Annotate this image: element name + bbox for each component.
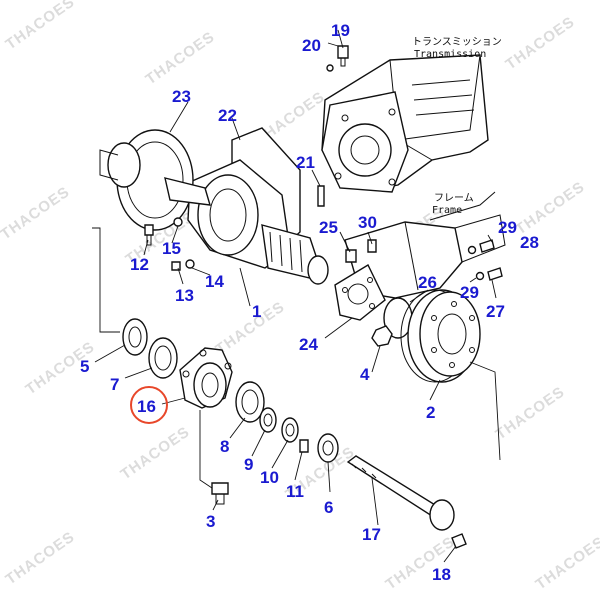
bolt-28 (479, 239, 495, 253)
callout-14: 14 (205, 272, 224, 291)
callout-15: 15 (162, 239, 181, 258)
nut-13 (171, 261, 181, 271)
watermark: THACOES (513, 178, 589, 238)
callout-6: 6 (324, 498, 333, 517)
transmission-housing (321, 54, 489, 193)
callout-4: 4 (360, 365, 370, 384)
callout-12: 12 (130, 255, 149, 274)
watermark: THACOES (533, 533, 600, 593)
callout-1: 1 (252, 302, 261, 321)
watermark: THACOES (143, 28, 219, 88)
bolt-11 (299, 439, 309, 453)
watermark: THACOES (213, 298, 289, 358)
bolt-25 (345, 249, 357, 263)
brake-drum-2 (400, 289, 481, 383)
seal-5 (122, 318, 148, 356)
callout-21: 21 (296, 153, 315, 172)
washer-15 (173, 217, 183, 227)
callout-25: 25 (319, 218, 338, 237)
callout-27: 27 (486, 302, 505, 321)
watermark: THACOES (493, 383, 569, 443)
watermark: THACOES (3, 0, 79, 53)
callout-7: 7 (110, 375, 119, 394)
transmission-label-jp: トランスミッション (412, 36, 502, 48)
nut-4 (371, 325, 393, 347)
callout-numbers: 1 2 3 4 5 6 7 8 9 10 11 12 13 14 15 16 1… (80, 21, 539, 584)
washer-20 (326, 64, 334, 72)
callout-22: 22 (218, 106, 237, 125)
callout-13: 13 (175, 286, 194, 305)
callout-5: 5 (80, 357, 89, 376)
washer-29 (467, 245, 477, 255)
leader-lines (92, 29, 501, 563)
bearing-7 (148, 337, 178, 379)
callout-3: 3 (206, 512, 215, 531)
bolt-3 (211, 482, 229, 505)
lockwasher-10 (281, 417, 299, 443)
callout-29-lower: 29 (460, 283, 479, 302)
callout-9: 9 (244, 455, 253, 474)
callout-20: 20 (302, 36, 321, 55)
callout-17: 17 (362, 525, 381, 544)
callout-11: 11 (286, 482, 304, 501)
bolt-27 (487, 267, 503, 281)
seal-6 (317, 433, 339, 463)
callout-28: 28 (520, 233, 539, 252)
callout-16: 16 (137, 397, 156, 416)
highlight-ring (130, 386, 168, 424)
callout-18: 18 (432, 565, 451, 584)
flange-24 (334, 264, 386, 321)
callout-2: 2 (426, 403, 435, 422)
bolt-18 (451, 533, 467, 549)
callout-26: 26 (418, 273, 437, 292)
axle-housing-1 (187, 159, 329, 285)
final-drive-23 (99, 129, 211, 231)
callout-30: 30 (358, 213, 377, 232)
callout-10: 10 (260, 468, 279, 487)
bearing-8 (235, 381, 265, 423)
bolt-19 (337, 45, 349, 67)
frame-label-jp: フレーム (434, 192, 474, 204)
watermark: THACOES (118, 423, 194, 483)
watermark: THACOES (0, 183, 73, 243)
axle-shaft-17 (346, 455, 455, 531)
washer-9 (259, 407, 277, 433)
dowel-pin-21 (317, 185, 325, 207)
callout-19: 19 (331, 21, 350, 40)
watermark: THACOES (3, 528, 79, 588)
washer-14 (185, 259, 195, 269)
bolt-30 (367, 239, 377, 253)
callout-8: 8 (220, 437, 229, 456)
hub-16 (179, 347, 233, 409)
washer-29-lower (475, 271, 485, 281)
callout-29: 29 (498, 218, 517, 237)
watermark: THACOES (383, 533, 459, 593)
watermark: THACOES (503, 13, 579, 73)
frame-label-en: Frame (432, 205, 462, 216)
callout-24: 24 (299, 335, 318, 354)
transmission-label-en: Transmission (414, 49, 486, 60)
callout-23: 23 (172, 87, 191, 106)
bolt-12 (144, 224, 154, 246)
